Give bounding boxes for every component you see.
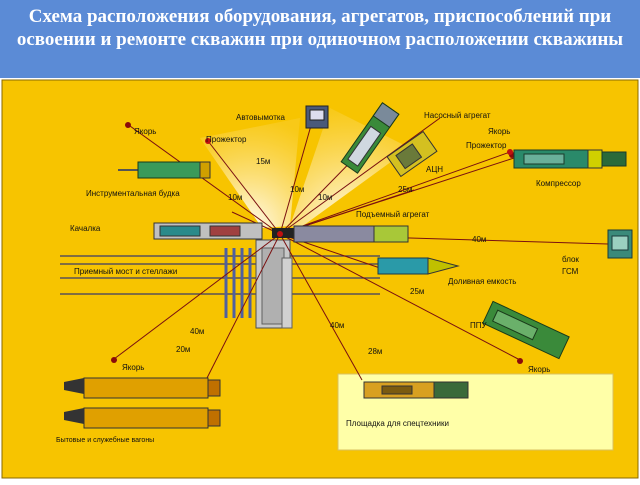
label-auto-unwinder: Автовымотка bbox=[236, 113, 286, 122]
top-up-tank bbox=[377, 257, 460, 275]
light-cone-left bbox=[200, 118, 300, 228]
anchor-top-left bbox=[125, 122, 131, 128]
acn-vehicle bbox=[386, 130, 438, 178]
site-layout-diagram: Автовымотка Насосный агрегат Якорь Якорь… bbox=[1, 79, 639, 479]
label-dist-28m: 28м bbox=[368, 347, 382, 356]
auto-unwinder-vehicle bbox=[305, 105, 329, 129]
special-vehicles-area bbox=[337, 373, 614, 451]
tool-booth bbox=[118, 161, 211, 179]
label-ppu: ППУ bbox=[470, 321, 488, 330]
hoisting-unit bbox=[293, 225, 409, 243]
pump-unit-vehicle bbox=[340, 102, 400, 174]
bridge-rails bbox=[60, 255, 380, 295]
anchor-bottom-right bbox=[517, 358, 523, 364]
label-dist-40m-right: 40м bbox=[472, 235, 486, 244]
label-dist-15m: 15м bbox=[256, 157, 270, 166]
pipe-racks bbox=[224, 248, 252, 318]
label-acn: АЦН bbox=[426, 165, 443, 174]
label-service-wagons: Бытовые и служебные вагоны bbox=[56, 436, 154, 444]
anchor-bottom-left bbox=[111, 357, 117, 363]
label-pump-unit: Насосный агрегат bbox=[424, 111, 491, 120]
ppu-vehicle bbox=[482, 300, 570, 360]
service-wagon-1 bbox=[64, 377, 221, 399]
label-fuel-block-1: блок bbox=[562, 255, 579, 264]
special-vehicle bbox=[363, 381, 469, 399]
label-compressor: Компрессор bbox=[536, 179, 581, 188]
compressor-vehicle bbox=[513, 149, 627, 169]
label-dist-10m-c: 10м bbox=[318, 193, 332, 202]
label-projector-left: Прожектор bbox=[206, 135, 247, 144]
label-receiving-bridge: Приемный мост и стеллажи bbox=[74, 267, 177, 276]
label-dist-25m-mid: 25м bbox=[410, 287, 424, 296]
diagram-area: Автовымотка Насосный агрегат Якорь Якорь… bbox=[0, 78, 640, 480]
label-dist-10m-b: 10м bbox=[228, 193, 242, 202]
label-projector-right: Прожектор bbox=[466, 141, 507, 150]
wellhead-icon bbox=[272, 228, 296, 238]
label-anchor-top-left: Якорь bbox=[134, 127, 156, 136]
label-dist-40m-left: 40м bbox=[190, 327, 204, 336]
label-dist-25m-top: 25м bbox=[398, 185, 412, 194]
receiving-bridge bbox=[255, 239, 293, 329]
pumping-unit bbox=[153, 222, 263, 240]
fuel-block bbox=[607, 229, 633, 259]
label-dist-10m-a: 10м bbox=[290, 185, 304, 194]
projector-right-icon bbox=[507, 149, 513, 155]
label-special-area: Площадка для спецтехники bbox=[346, 419, 449, 428]
label-anchor-bottom-left: Якорь bbox=[122, 363, 144, 372]
service-wagon-2 bbox=[64, 407, 221, 429]
label-anchor-bottom-right: Якорь bbox=[528, 365, 550, 374]
label-hoisting-unit: Подъемный агрегат bbox=[356, 210, 430, 219]
slide-title: Схема расположения оборудования, агрегат… bbox=[16, 6, 624, 50]
label-top-up-tank: Доливная емкость bbox=[448, 277, 516, 286]
projector-left-icon bbox=[205, 138, 211, 144]
label-fuel-block-2: ГСМ bbox=[562, 267, 579, 276]
label-pumping-unit: Качалка bbox=[70, 224, 101, 233]
label-anchor-top-right: Якорь bbox=[488, 127, 510, 136]
title-bar: Схема расположения оборудования, агрегат… bbox=[0, 0, 640, 78]
label-dist-40m-center: 40м bbox=[330, 321, 344, 330]
label-tool-booth: Инструментальная будка bbox=[86, 189, 180, 198]
label-dist-20m: 20м bbox=[176, 345, 190, 354]
